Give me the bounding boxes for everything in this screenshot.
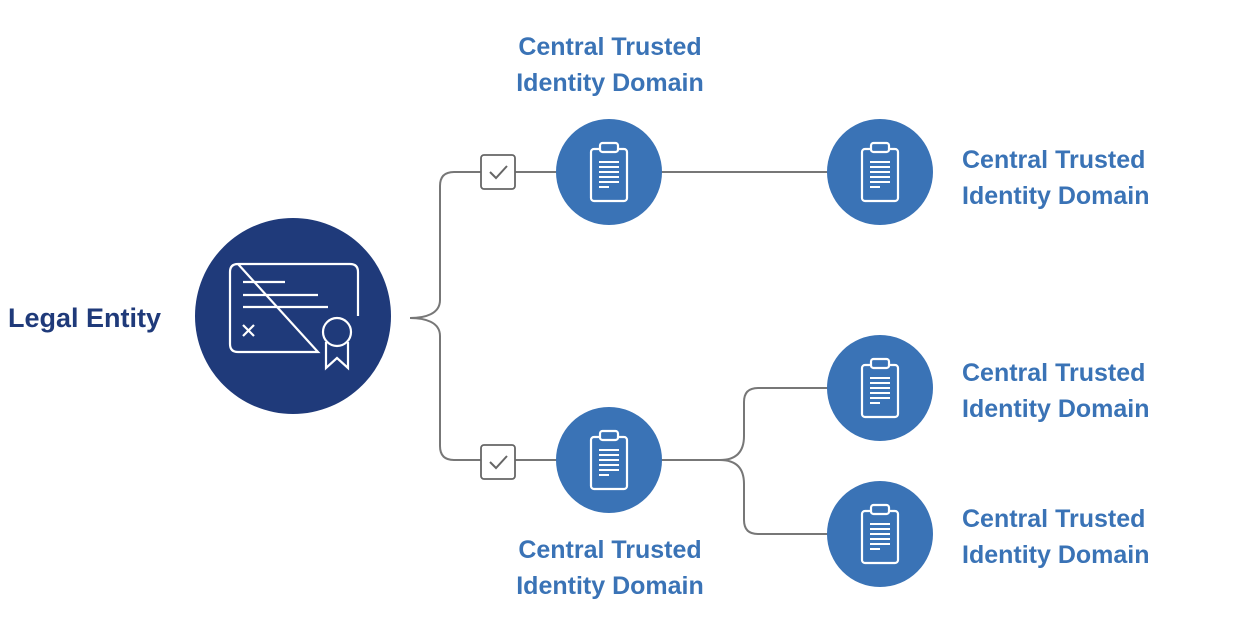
legal-entity-text: Legal Entity xyxy=(8,303,162,333)
label-line-2: Identity Domain xyxy=(962,395,1150,423)
checkbox-top xyxy=(480,154,516,190)
label-line-1: Central Trusted xyxy=(518,33,702,61)
connectors xyxy=(409,171,830,535)
domain-node-bottom xyxy=(556,407,662,513)
label-right-domain-2: Central Trusted Identity Domain xyxy=(962,355,1150,427)
certificate-icon xyxy=(228,262,360,371)
label-right-domain-3: Central Trusted Identity Domain xyxy=(962,501,1150,573)
legal-entity-label: Legal Entity xyxy=(8,300,161,336)
label-line-1: Central Trusted xyxy=(962,146,1146,174)
label-line-2: Identity Domain xyxy=(516,69,704,97)
label-top-domain: Central Trusted Identity Domain xyxy=(460,29,760,101)
label-line-2: Identity Domain xyxy=(962,541,1150,569)
label-right-domain-1: Central Trusted Identity Domain xyxy=(962,142,1150,214)
label-line-2: Identity Domain xyxy=(962,182,1150,210)
legal-entity-node xyxy=(195,218,391,414)
connector-root-brace xyxy=(409,171,558,461)
label-line-1: Central Trusted xyxy=(962,359,1146,387)
label-line-2: Identity Domain xyxy=(516,572,704,600)
domain-node-top xyxy=(556,119,662,225)
domain-node-right-1 xyxy=(827,119,933,225)
label-line-1: Central Trusted xyxy=(962,505,1146,533)
connector-bottom-split xyxy=(660,387,830,535)
checkbox-bottom xyxy=(480,444,516,480)
label-bottom-domain: Central Trusted Identity Domain xyxy=(460,532,760,604)
domain-node-right-3 xyxy=(827,481,933,587)
domain-node-right-2 xyxy=(827,335,933,441)
label-line-1: Central Trusted xyxy=(518,536,702,564)
